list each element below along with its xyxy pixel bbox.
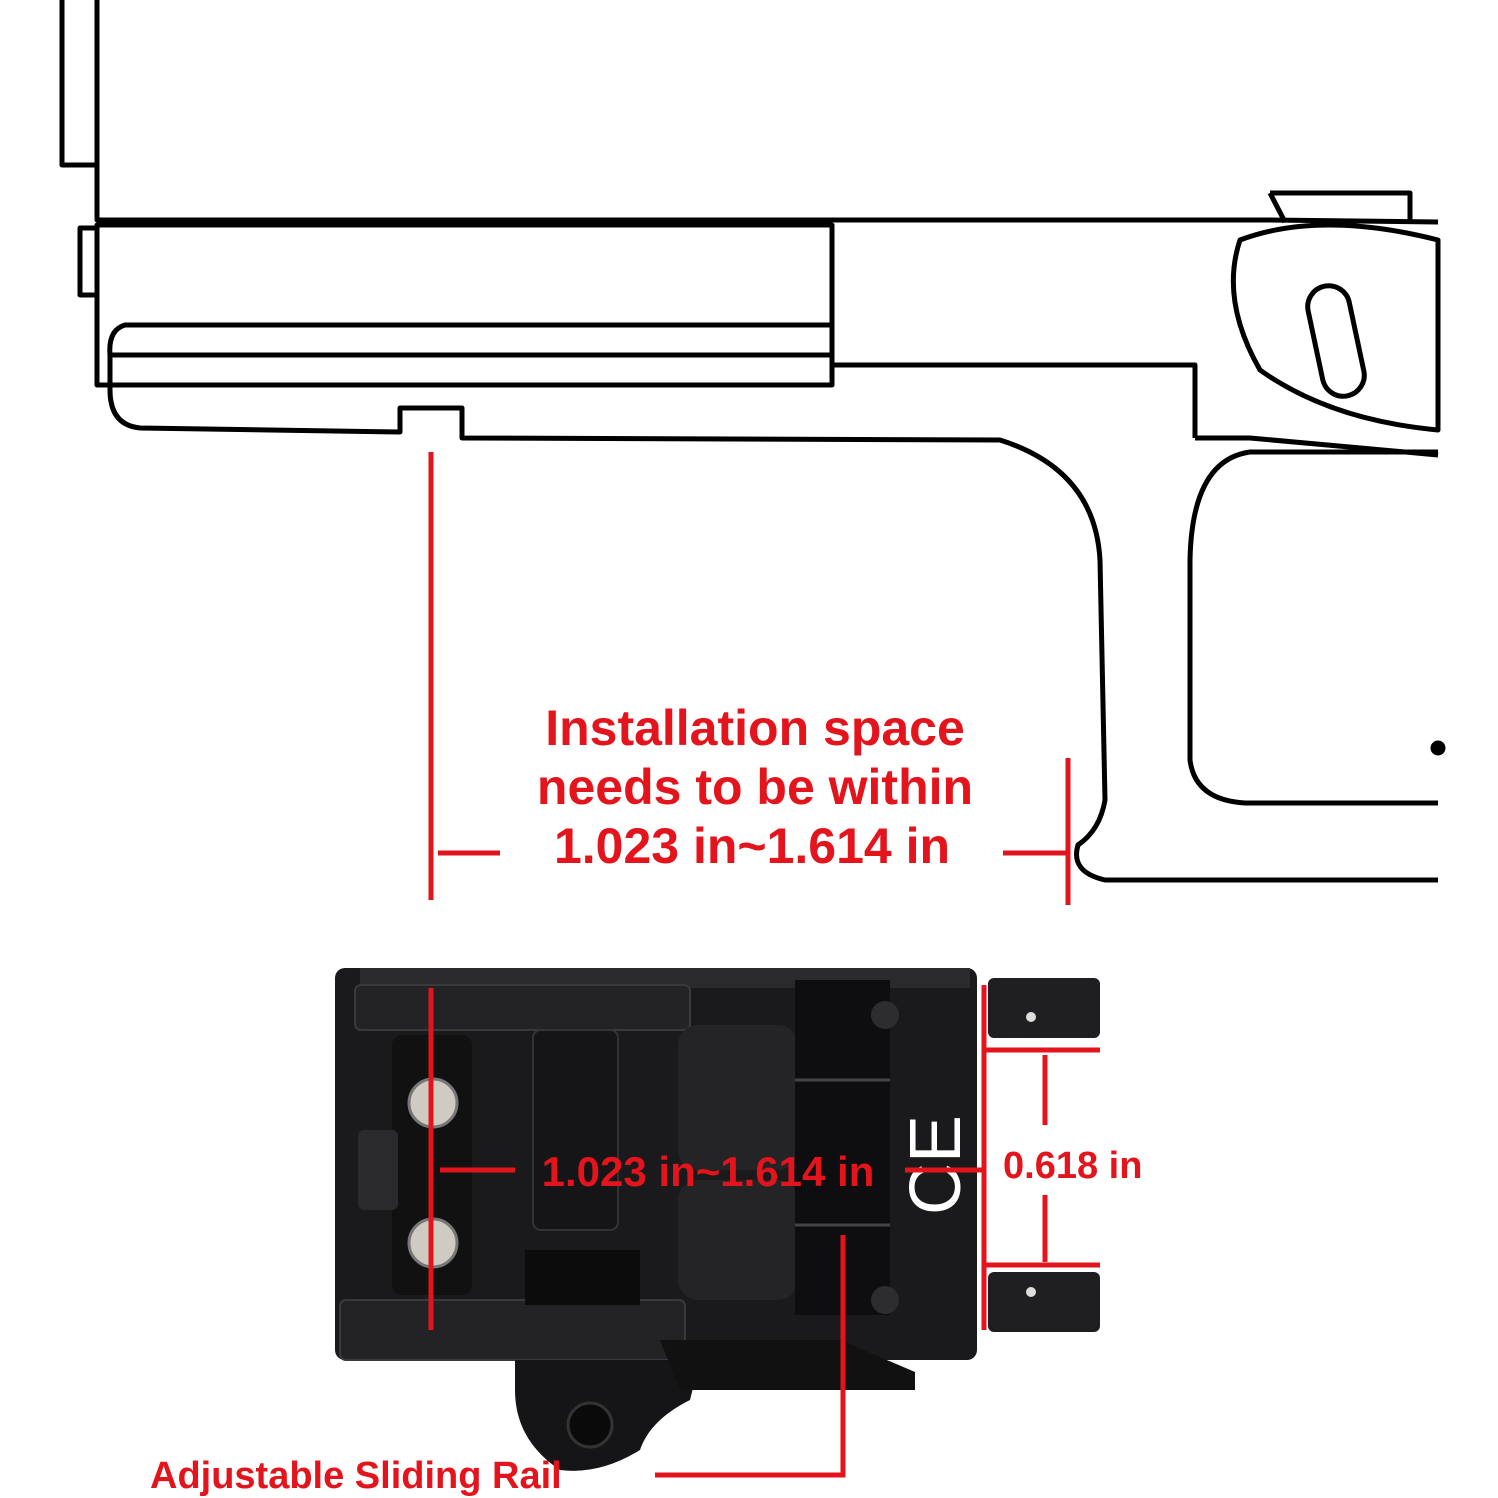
leader-line — [655, 1235, 846, 1478]
device-width-label: 1.023 in~1.614 in — [542, 1148, 875, 1195]
installation-text-line-1: Installation space — [545, 700, 965, 756]
ce-mark: CE — [896, 1115, 976, 1215]
sliding-rail-label: Adjustable Sliding Rail — [150, 1455, 562, 1497]
annotations — [428, 452, 1100, 1478]
pistol-outline — [59, 0, 1446, 883]
screw-icon — [871, 1001, 899, 1029]
installation-text-line-3: 1.023 in~1.614 in — [554, 818, 950, 874]
rail-height-label: 0.618 in — [1003, 1145, 1142, 1187]
screw-icon — [871, 1286, 899, 1314]
installation-text-line-2: needs to be within — [537, 759, 973, 815]
weapon-light-device: CE — [335, 968, 1100, 1471]
